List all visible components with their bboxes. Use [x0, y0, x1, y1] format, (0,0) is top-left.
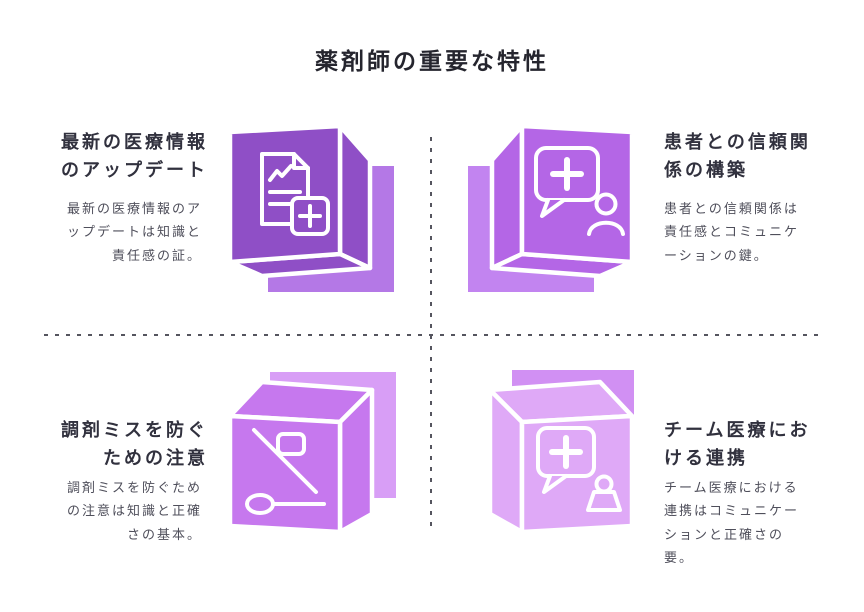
podium-body — [586, 490, 622, 512]
chat-bubble-presenter-icon — [536, 426, 622, 512]
no-medication-spoon-icon — [245, 428, 326, 515]
person-head — [594, 192, 618, 216]
page-title: 薬剤師の重要な特性 — [315, 48, 549, 74]
item-heading-update-info: 最新の医療情報 のアップデート — [61, 132, 208, 180]
document-fold — [292, 152, 310, 170]
item-description-prevent-errors: 調剤ミスを防ぐため の注意は知識と正確 さの基本。 — [66, 480, 202, 542]
person-head — [594, 474, 614, 494]
item-description-update-info: 最新の医療情報のア ップデートは知識と 責任感の証。 — [66, 201, 202, 263]
chat-bubble-tail — [542, 474, 568, 494]
cube-side-face — [337, 123, 373, 271]
chat-bubble-tail — [540, 198, 566, 218]
chart-line — [268, 164, 293, 182]
cube-illustration-patient-trust — [468, 123, 635, 292]
item-description-team-care: チーム医療における 連携はコミュニケー ションと正確さの 要。 — [664, 480, 800, 566]
item-heading-patient-trust: 患者との信頼関 係の構築 — [664, 132, 811, 180]
prohibition-slash — [252, 428, 318, 494]
item-description-patient-trust: 患者との信頼関係は 責任感とコミュニケ ーションの鍵。 — [664, 201, 800, 263]
pill-shape — [276, 432, 306, 456]
item-heading-team-care: チーム医療にお ける連携 — [664, 420, 811, 468]
chat-bubble-medical-person-icon — [534, 146, 625, 236]
item-heading-prevent-errors: 調剤ミスを防ぐ ための注意 — [61, 420, 208, 468]
cube-illustration-prevent-errors — [227, 372, 396, 535]
cube-illustration-team-care — [487, 370, 635, 535]
document-medical-cross-icon — [260, 152, 330, 236]
cube-illustration-update-info — [227, 123, 394, 292]
cube-side-face — [489, 123, 525, 271]
horizontal-divider — [44, 334, 820, 336]
person-shoulders — [587, 220, 625, 236]
